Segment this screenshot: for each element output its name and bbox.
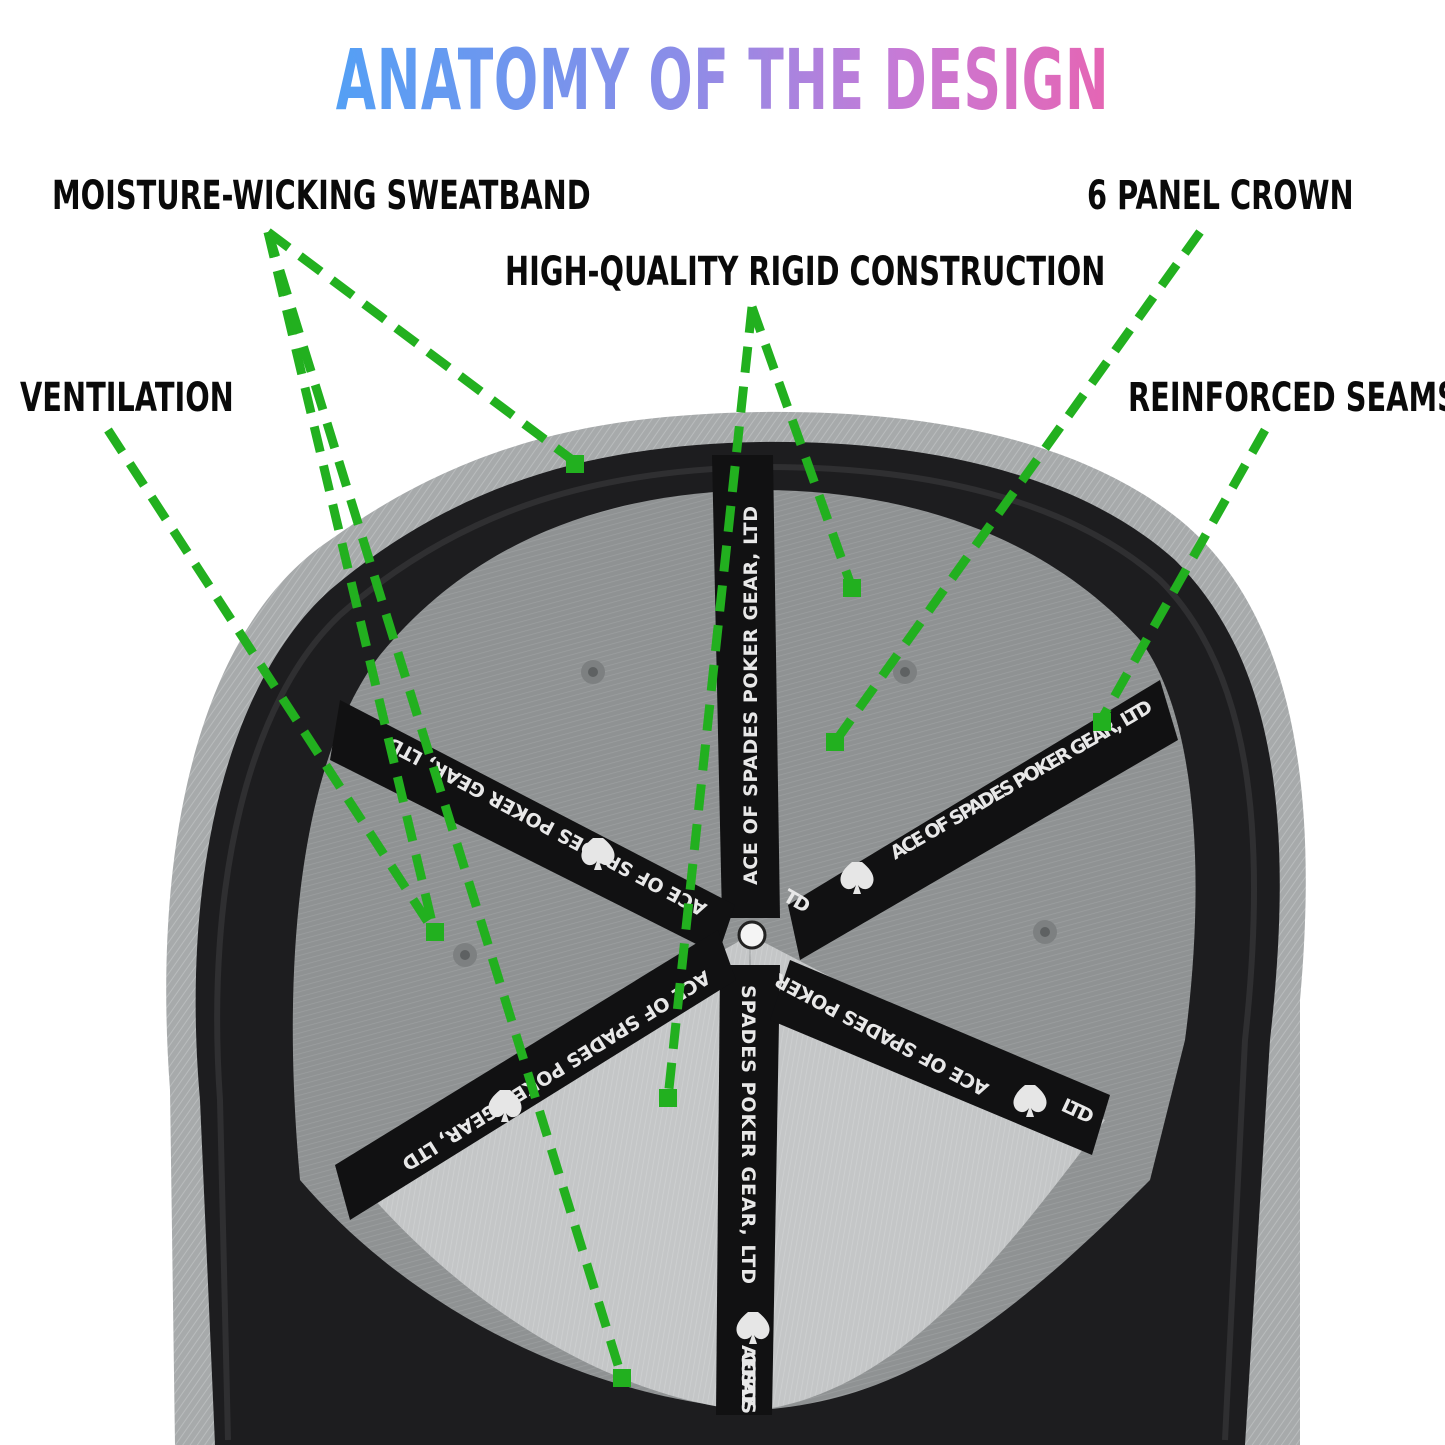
eyelet-icon [1033, 920, 1057, 944]
crown-button [737, 920, 767, 950]
leader-lines [104, 228, 1269, 1380]
leader-line-sweatband-b [263, 230, 440, 937]
eyelet-icon [893, 660, 917, 684]
leader-line-seams [1096, 427, 1269, 725]
leader-line-construction-a [747, 305, 857, 590]
front-panel-right [750, 935, 1105, 1410]
leader-endpoints [426, 455, 1111, 1387]
callout-crown: 6 PANEL CROWN [1087, 173, 1354, 219]
callout-sweatband: MOISTURE-WICKING SWEATBAND [52, 173, 591, 219]
callout-construction: HIGH-QUALITY RIGID CONSTRUCTION [505, 249, 1106, 295]
seam-taping [330, 455, 1178, 1415]
tape-text-bottom: SPADES POKER GEAR, LTD [737, 985, 759, 1285]
leader-line-construction-b [663, 306, 757, 1099]
spade-logo-icon [488, 838, 1047, 1344]
tape-text-bottom-tail: ACE OF SPADES [737, 1345, 759, 1415]
front-panel-left [345, 935, 750, 1410]
eyelet-icon [581, 660, 605, 684]
tape-text-top: ACE OF SPADES POKER GEAR, LTD [740, 505, 762, 885]
callout-ventilation: VENTILATION [20, 375, 234, 421]
leader-line-crown [831, 229, 1204, 745]
leader-line-ventilation [104, 427, 437, 933]
page-title: ANATOMY OF THE DESIGN [275, 38, 1171, 122]
callout-seams: REINFORCED SEAMS [1128, 375, 1445, 421]
eyelet-icon [453, 943, 477, 967]
leader-line-sweatband-a [265, 228, 578, 466]
